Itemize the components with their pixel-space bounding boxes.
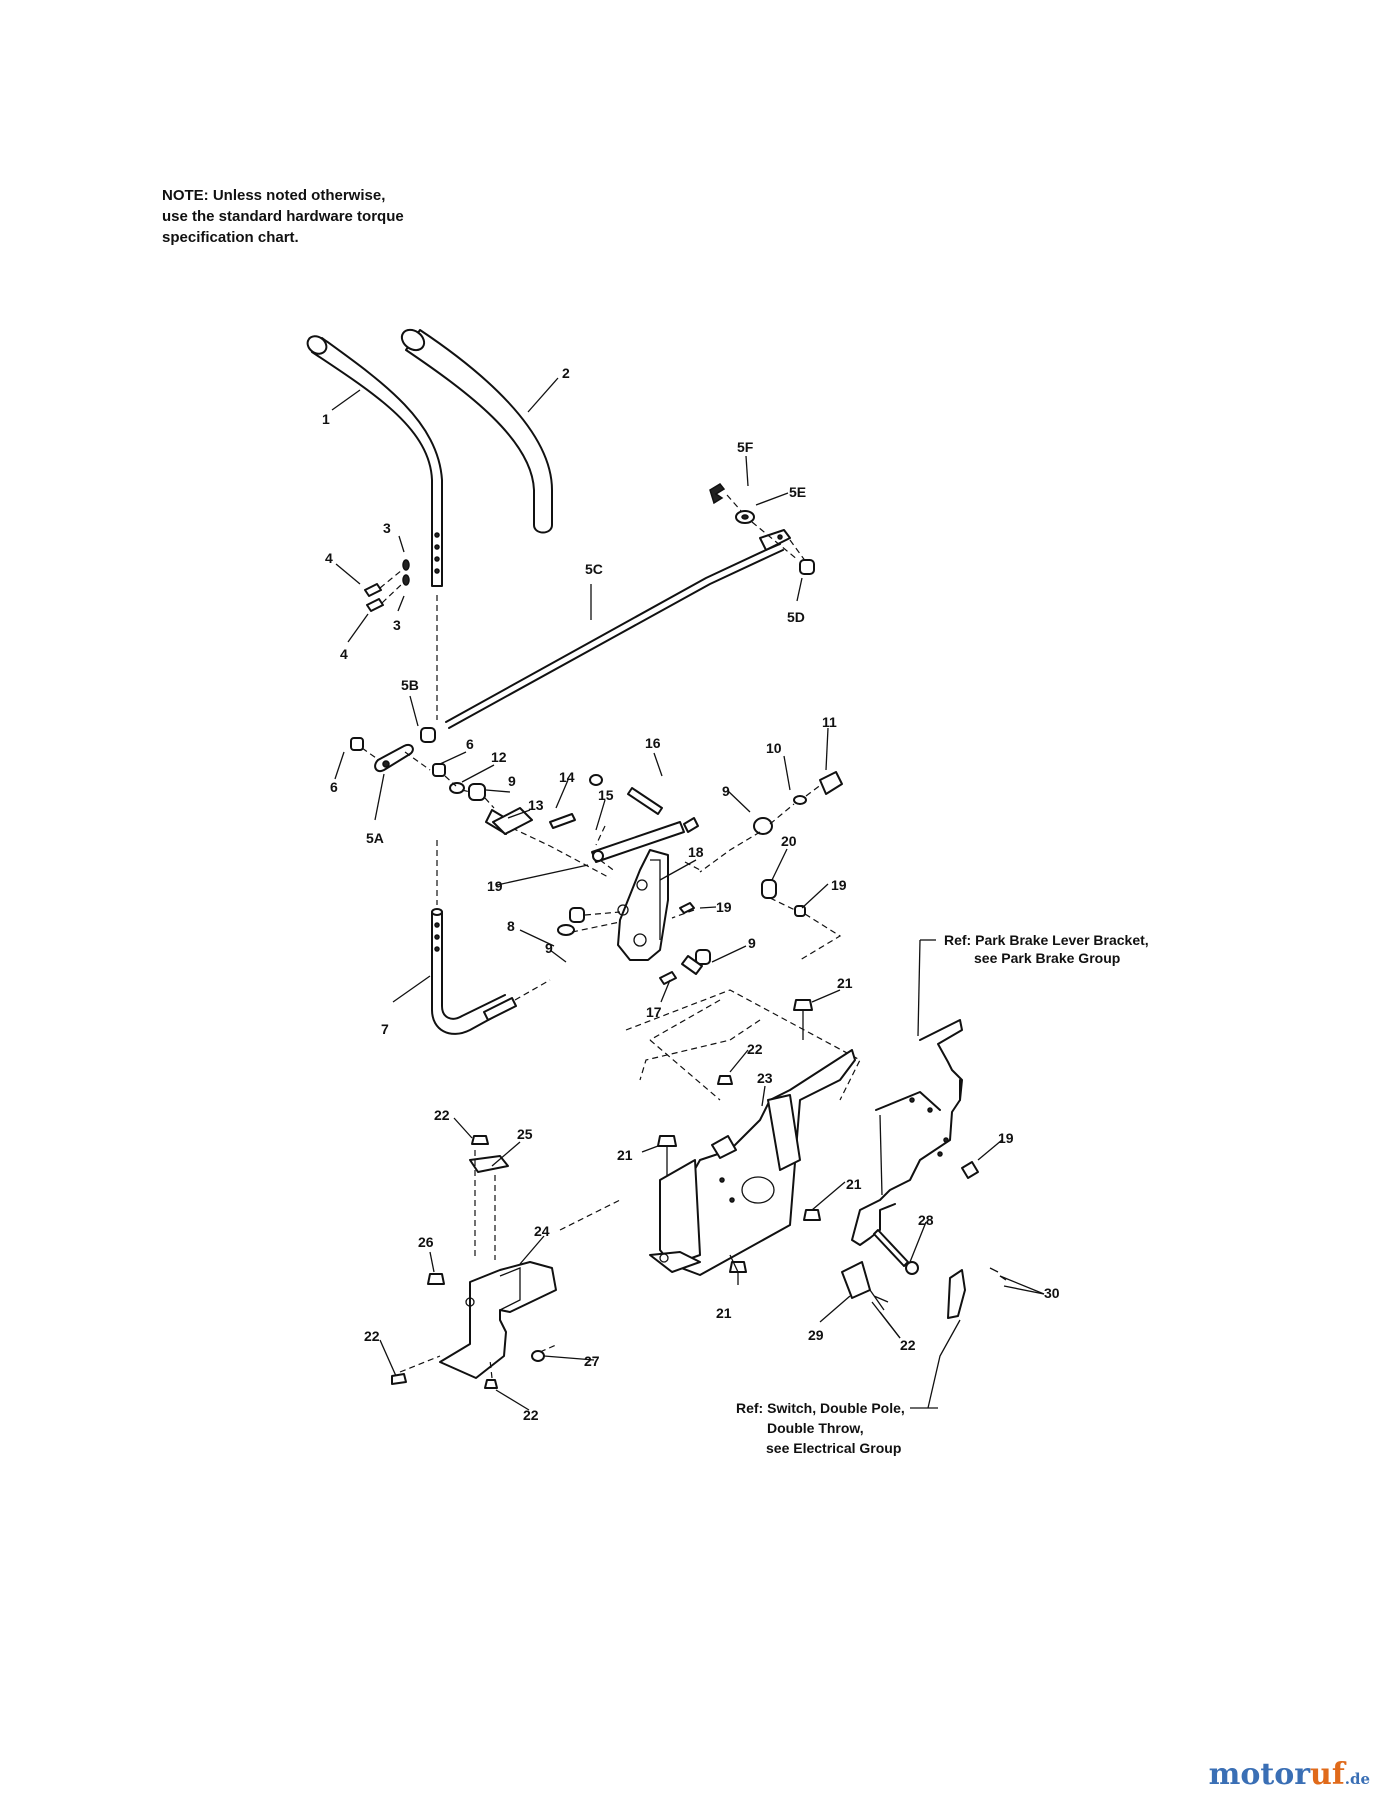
ref-park-line-2: see Park Brake Group [974,950,1120,966]
label-28: 28 [918,1212,934,1228]
left-link-hardware [350,727,611,879]
part-5f-clip [709,483,726,505]
label-2: 2 [562,365,570,381]
label-9c: 9 [722,783,730,799]
label-5f: 5F [737,439,754,455]
label-22c: 22 [364,1328,380,1344]
watermark-part-3: .de [1344,1770,1370,1788]
label-21c: 21 [846,1176,862,1192]
label-30: 30 [1044,1285,1060,1301]
label-7: 7 [381,1021,389,1037]
label-10: 10 [766,740,782,756]
part-2-handle [400,328,553,534]
ref-switch-line-3: see Electrical Group [766,1440,901,1456]
label-4a: 4 [325,550,333,566]
label-6a: 6 [330,779,338,795]
park-brake-bracket [851,1019,963,1246]
label-5b: 5B [401,677,419,693]
label-5a: 5A [366,830,384,846]
label-11: 11 [822,714,837,730]
label-3a: 3 [383,520,391,536]
label-16: 16 [645,735,661,751]
label-22b: 22 [434,1107,450,1123]
label-19c: 19 [831,877,847,893]
part-19-nut-lower [961,1161,979,1179]
part-3-4-hardware [364,559,438,720]
label-4b: 4 [340,646,348,662]
assembly-dashed-guides [625,989,861,1101]
label-21b: 21 [617,1147,633,1163]
part-30-contacts [947,1267,1007,1319]
label-14: 14 [559,769,575,785]
label-9a: 9 [508,773,516,789]
part-28-bolt [873,1229,919,1275]
label-26: 26 [418,1234,434,1250]
ref-park-brake: Ref: Park Brake Lever Bracket, see Park … [944,932,1149,966]
note-text: NOTE: Unless noted otherwise, use the st… [162,185,502,248]
leader-lines [331,377,1045,1411]
label-9b: 9 [545,940,553,956]
label-5d: 5D [787,609,805,625]
part-25-clamp [469,1155,509,1173]
label-15: 15 [598,787,614,803]
note-line-3: specification chart. [162,229,299,246]
ref-switch-line-2: Double Throw, [767,1420,864,1436]
label-18: 18 [688,844,704,860]
right-hardware [684,771,843,961]
part-29-switch [841,1261,889,1311]
part-22-screw-c [484,1379,498,1389]
label-29: 29 [808,1327,824,1343]
note-line-1: NOTE: Unless noted otherwise, [162,187,386,204]
label-13: 13 [528,797,544,813]
label-27: 27 [584,1353,600,1369]
label-3b: 3 [393,617,401,633]
watermark-logo: motoruf.de [1209,1757,1370,1792]
label-5c: 5C [585,561,603,577]
label-21a: 21 [837,975,853,991]
part-labels: 1 2 3 3 4 4 5A 5B 5C 5D 5E 5F 6 6 7 8 9 … [322,365,1060,1423]
label-25: 25 [517,1126,533,1142]
label-22a: 22 [747,1041,763,1057]
part-22-screw-a [471,1135,489,1145]
note-line-2: use the standard hardware torque [162,208,404,225]
watermark-part-1: motor [1208,1757,1311,1792]
mid-hardware [492,774,699,873]
watermark-part-2: uf [1310,1757,1345,1792]
label-19a: 19 [487,878,503,894]
bolts-21 [657,999,821,1285]
part-23-mount-plate [649,1049,856,1276]
part-22-screw-b [391,1373,407,1385]
label-19b: 19 [716,899,732,915]
ref-switch-line-1: Ref: Switch, Double Pole, [736,1400,905,1416]
label-19d: 19 [998,1130,1014,1146]
part-5c-rod [445,529,807,729]
lower-dashed-guides [399,1150,621,1379]
label-12: 12 [491,749,507,765]
label-22e: 22 [900,1337,916,1353]
label-1: 1 [322,411,330,427]
part-7-lever [431,840,551,1035]
part-22-screw-d [717,1075,733,1085]
part-26-screw [427,1273,445,1285]
ref-park-line-1: Ref: Park Brake Lever Bracket, [944,932,1149,948]
label-5e: 5E [789,484,806,500]
label-21d: 21 [716,1305,732,1321]
label-6b: 6 [466,736,474,752]
label-23: 23 [757,1070,773,1086]
ref-switch: Ref: Switch, Double Pole, Double Throw, … [736,1400,938,1456]
label-9d: 9 [748,935,756,951]
part-24-bracket [439,1261,557,1379]
part-5d-bushing [799,559,815,575]
label-22d: 22 [523,1407,539,1423]
part-1-handle [306,335,443,587]
label-8: 8 [507,918,515,934]
part-27-nut [531,1350,545,1362]
label-20: 20 [781,833,797,849]
central-pivot-bracket [557,849,711,985]
label-24: 24 [534,1223,550,1239]
label-17: 17 [646,1004,662,1020]
